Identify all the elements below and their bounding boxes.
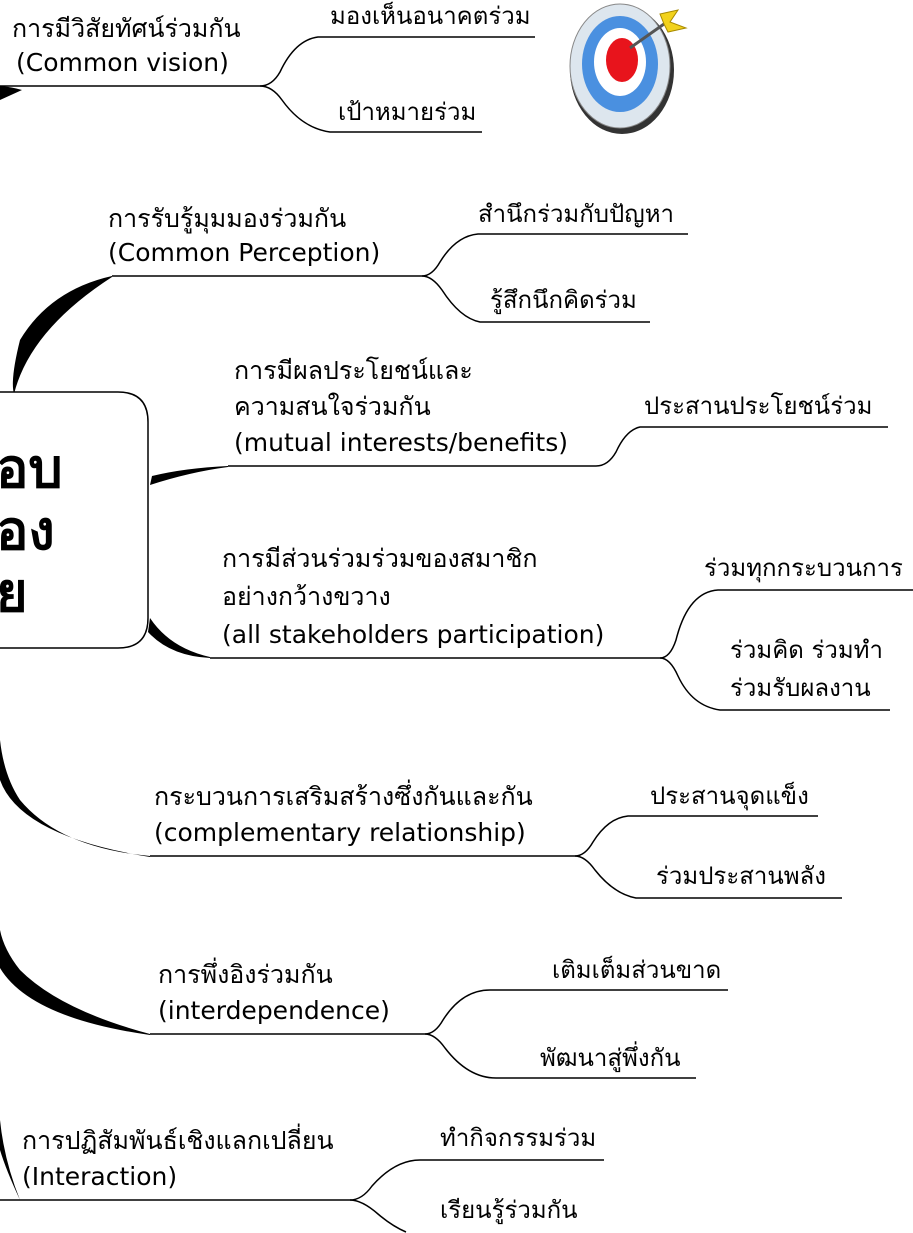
branch-6-underline — [150, 989, 728, 1035]
branch-2-lower-curve — [421, 275, 650, 323]
branch-7-lower-curve — [349, 1199, 407, 1233]
branch-2-subtitle: (Common Perception) — [108, 238, 381, 267]
branch-6-lower-curve — [424, 1033, 696, 1079]
branch-6-leaf-2: พัฒนาสู่พึ่งกัน — [540, 1044, 681, 1072]
central-node-line-2: อง — [0, 499, 55, 562]
branch-3-underline — [228, 426, 888, 467]
trunk-branch-6 — [0, 930, 150, 1035]
branch-5-underline — [150, 815, 818, 857]
branch-4-underline — [210, 589, 913, 659]
branch-5-title: กระบวนการเสริมสร้างซึ่งกันและกัน — [154, 782, 533, 811]
branch-1-leaf-1: มองเห็นอนาคตร่วม — [330, 2, 531, 30]
trunk-branch-3 — [150, 466, 228, 485]
branch-3-title-2: ความสนใจร่วมกัน — [234, 392, 431, 421]
branch-2-title: การรับรู้มุมมองร่วมกัน — [108, 204, 347, 233]
branch-7-subtitle: (Interaction) — [22, 1162, 178, 1191]
branch-7-underline — [0, 1159, 604, 1201]
trunk-branch-2 — [12, 276, 113, 394]
branch-4-leaf-3: ร่วมรับผลงาน — [730, 674, 871, 702]
branch-4-lower-curve — [659, 657, 890, 711]
branch-4-title-2: อย่างกว้างขวาง — [222, 582, 391, 611]
central-node-line-3: ย — [0, 561, 28, 624]
trunk-branch-4 — [148, 618, 210, 658]
branch-6-subtitle: (interdependence) — [158, 996, 390, 1025]
branch-1-subtitle: (Common vision) — [16, 48, 229, 77]
branch-3-subtitle: (mutual interests/benefits) — [234, 428, 568, 457]
trunk-branch-1 — [0, 86, 22, 100]
central-node: อบ อง ย — [0, 392, 148, 648]
trunk-branch-5 — [0, 740, 150, 857]
branch-5-subtitle: (complementary relationship) — [154, 818, 526, 847]
branch-7-leaf-2: เรียนรู้ร่วมกัน — [440, 1196, 578, 1224]
branch-2-underline — [112, 233, 688, 277]
branch-5-leaf-1: ประสานจุดแข็ง — [650, 782, 809, 810]
branch-6-title: การพึ่งอิงร่วมกัน — [158, 960, 333, 989]
branch-1-leaf-2: เป้าหมายร่วม — [338, 98, 477, 126]
branch-5-lower-curve — [574, 855, 842, 899]
trunk-branch-7 — [0, 1120, 20, 1200]
branch-2-leaf-1: สำนึกร่วมกับปัญหา — [478, 200, 674, 228]
branch-1-underline — [0, 36, 535, 87]
branch-6-leaf-1: เติมเต็มส่วนขาด — [552, 956, 722, 984]
branch-4-subtitle: (all stakeholders participation) — [222, 620, 605, 649]
branch-4-leaf-2: ร่วมคิด ร่วมทำ — [730, 636, 883, 664]
branch-1-lower-curve — [259, 85, 482, 133]
branch-4-title-1: การมีส่วนร่วมร่วมของสมาชิก — [222, 544, 538, 573]
branch-1-title: การมีวิสัยทัศน์ร่วมกัน — [12, 14, 241, 43]
central-node-outline — [0, 391, 149, 649]
central-node-line-1: อบ — [0, 437, 63, 500]
target-with-dart-icon — [569, 3, 688, 134]
branch-4-leaf-1: ร่วมทุกกระบวนการ — [704, 554, 903, 582]
branch-5-leaf-2: ร่วมประสานพลัง — [656, 862, 826, 890]
branch-3-title-1: การมีผลประโยชน์และ — [234, 356, 473, 385]
branch-7-leaf-1: ทำกิจกรรมร่วม — [440, 1124, 597, 1152]
branch-7-title: การปฏิสัมพันธ์เชิงแลกเปลี่ยน — [22, 1126, 334, 1155]
branch-3-leaf-1: ประสานประโยชน์ร่วม — [644, 392, 873, 420]
branch-2-leaf-2: รู้สึกนึกคิดร่วม — [490, 286, 637, 314]
